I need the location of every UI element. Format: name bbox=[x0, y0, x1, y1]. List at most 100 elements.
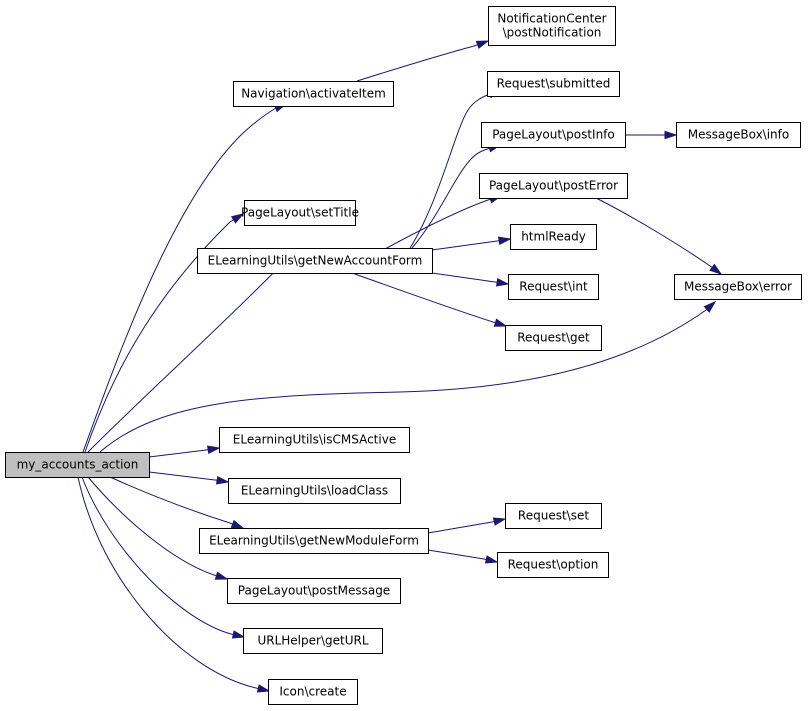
arrowhead bbox=[231, 630, 246, 639]
edge-line bbox=[411, 147, 491, 249]
edge-line bbox=[109, 476, 233, 525]
edge-my_accounts_action-to-pagelayout_settitle bbox=[84, 213, 245, 453]
node-elearningutils-loadclass[interactable]: ELearningUtils\loadClass bbox=[228, 478, 401, 504]
edge-elearningutils_getnewaccountform-to-request_get bbox=[351, 272, 508, 327]
node-elearningutils-getnewmoduleform[interactable]: ELearningUtils\getNewModuleForm bbox=[199, 528, 429, 554]
node-box bbox=[497, 552, 609, 578]
arrowhead bbox=[664, 130, 678, 140]
node-my-accounts-action[interactable]: my_accounts_action bbox=[5, 452, 150, 478]
node-label: Navigation\activateItem bbox=[241, 87, 386, 101]
edge-elearningutils_getnewaccountform-to-request_int bbox=[431, 272, 510, 287]
edge-line bbox=[81, 476, 234, 635]
node-label: ELearningUtils\loadClass bbox=[241, 484, 388, 498]
arrowhead bbox=[703, 300, 717, 313]
node-icon-create[interactable]: Icon\create bbox=[268, 679, 358, 705]
edge-elearningutils_getnewmoduleform-to-request_set bbox=[427, 517, 507, 534]
edge-elearningutils_getnewmoduleform-to-request_option bbox=[427, 549, 499, 564]
node-label: ELearningUtils\isCMSActive bbox=[233, 433, 396, 447]
arrowhead bbox=[230, 213, 245, 224]
arrowhead bbox=[498, 236, 512, 245]
edge-line bbox=[87, 476, 217, 577]
edge-line bbox=[427, 549, 487, 560]
node-box bbox=[244, 200, 356, 226]
node-request-get[interactable]: Request\get bbox=[505, 325, 602, 351]
arrowhead bbox=[484, 555, 499, 564]
node-box bbox=[481, 122, 626, 148]
node-label: \postNotification bbox=[503, 26, 602, 40]
node-messagebox-info[interactable]: MessageBox\info bbox=[676, 122, 801, 148]
node-box bbox=[508, 274, 599, 300]
edge-my_accounts_action-to-icon_create bbox=[77, 476, 271, 693]
node-box bbox=[268, 679, 358, 705]
node-label: Request\submitted bbox=[497, 77, 611, 91]
node-label: Request\option bbox=[508, 558, 599, 572]
node-box bbox=[676, 122, 801, 148]
node-request-option[interactable]: Request\option bbox=[497, 552, 609, 578]
arrowhead bbox=[216, 476, 230, 485]
arrowhead bbox=[214, 571, 229, 580]
edge-my_accounts_action-to-pagelayout_postmessage bbox=[87, 476, 229, 580]
edge-line bbox=[431, 272, 498, 283]
edge-line bbox=[87, 256, 290, 453]
node-messagebox-error[interactable]: MessageBox\error bbox=[674, 274, 802, 300]
node-elearningutils-iscmsactive[interactable]: ELearningUtils\isCMSActive bbox=[219, 427, 410, 453]
edge-line bbox=[82, 107, 277, 453]
node-notificationcenter-postnotification[interactable]: NotificationCenter\postNotification bbox=[488, 6, 616, 46]
arrowhead bbox=[493, 318, 508, 327]
node-label: URLHelper\getURL bbox=[257, 634, 368, 648]
node-label: PageLayout\postInfo bbox=[492, 128, 615, 142]
edge-line bbox=[409, 93, 491, 249]
edge-elearningutils_getnewaccountform-to-pagelayout_posterror bbox=[384, 195, 503, 250]
node-pagelayout-postmessage[interactable]: PageLayout\postMessage bbox=[227, 578, 401, 604]
edge-pagelayout_postinfo-to-messagebox_info bbox=[625, 130, 678, 140]
edge-my_accounts_action-to-elearningutils_getnewaccountform bbox=[87, 248, 299, 453]
edge-line bbox=[427, 521, 495, 534]
node-box bbox=[479, 173, 628, 199]
nodes-layer: my_accounts_action Navigation\activateIte… bbox=[5, 6, 802, 705]
node-box bbox=[674, 274, 802, 300]
edge-my_accounts_action-to-elearningutils_getnewmoduleform bbox=[109, 476, 245, 529]
node-pagelayout-postinfo[interactable]: PageLayout\postInfo bbox=[481, 122, 626, 148]
node-label: MessageBox\error bbox=[684, 280, 792, 294]
node-pagelayout-posterror[interactable]: PageLayout\postError bbox=[479, 173, 628, 199]
arrowhead bbox=[709, 263, 723, 275]
arrowhead bbox=[207, 445, 221, 454]
edge-line bbox=[77, 476, 259, 689]
node-box bbox=[243, 628, 383, 654]
arrowhead bbox=[475, 40, 490, 49]
arrowhead bbox=[492, 517, 507, 526]
arrowhead bbox=[230, 519, 245, 529]
node-request-int[interactable]: Request\int bbox=[508, 274, 599, 300]
node-label: ELearningUtils\getNewModuleForm bbox=[209, 534, 419, 548]
node-elearningutils-getnewaccountform[interactable]: ELearningUtils\getNewAccountForm bbox=[197, 248, 433, 274]
node-box bbox=[197, 248, 433, 274]
node-request-submitted[interactable]: Request\submitted bbox=[487, 71, 620, 97]
edge-pagelayout_posterror-to-messagebox_error bbox=[595, 197, 723, 275]
edge-my_accounts_action-to-messagebox_error bbox=[99, 300, 717, 453]
edge-my_accounts_action-to-elearningutils_iscmsactive bbox=[148, 445, 221, 458]
node-box bbox=[233, 81, 394, 107]
node-label: Request\get bbox=[517, 331, 590, 345]
edge-line bbox=[356, 44, 478, 82]
node-label: Icon\create bbox=[279, 685, 346, 699]
node-htmlready[interactable]: htmlReady bbox=[510, 224, 597, 250]
node-label: PageLayout\setTitle bbox=[241, 206, 359, 220]
node-label: my_accounts_action bbox=[17, 458, 139, 472]
node-navigation-activateitem[interactable]: Navigation\activateItem bbox=[233, 81, 394, 107]
edge-line bbox=[384, 198, 491, 250]
node-label: MessageBox\info bbox=[688, 128, 789, 142]
node-pagelayout-settitle[interactable]: PageLayout\setTitle bbox=[241, 200, 359, 226]
edge-line bbox=[148, 471, 218, 481]
node-box bbox=[227, 578, 401, 604]
node-urlhelper-geturl[interactable]: URLHelper\getURL bbox=[243, 628, 383, 654]
node-request-set[interactable]: Request\set bbox=[505, 503, 602, 529]
node-box bbox=[505, 325, 602, 351]
node-label: ELearningUtils\getNewAccountForm bbox=[208, 254, 423, 268]
node-box bbox=[219, 427, 410, 453]
node-label: Request\set bbox=[518, 509, 589, 523]
node-label: PageLayout\postMessage bbox=[238, 584, 390, 598]
edge-elearningutils_getnewaccountform-to-request_submitted bbox=[409, 89, 502, 249]
edge-my_accounts_action-to-elearningutils_loadclass bbox=[148, 471, 230, 485]
arrowhead bbox=[496, 278, 510, 287]
